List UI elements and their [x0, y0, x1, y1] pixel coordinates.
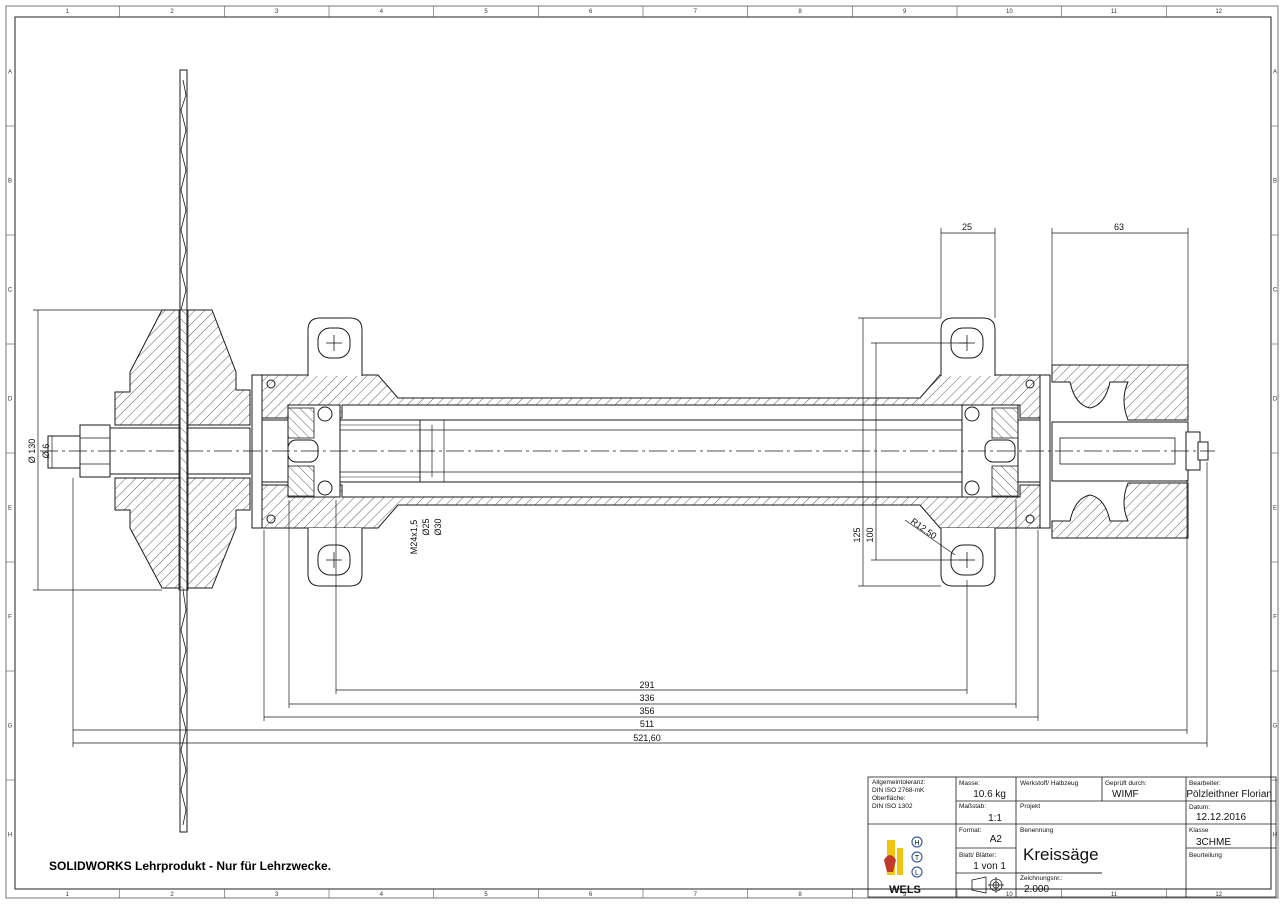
zone-column-label: 5 — [484, 892, 488, 898]
dim-291: 291 — [639, 680, 654, 690]
zone-column-label: 9 — [903, 9, 907, 15]
zone-column-label: 7 — [694, 892, 698, 898]
zone-column-label: 8 — [798, 892, 802, 898]
format-value: A2 — [990, 834, 1003, 845]
zone-column-label: 11 — [1111, 892, 1118, 898]
dim-125: 125 — [852, 527, 862, 542]
zone-row-label: E — [1273, 506, 1277, 512]
dim-m24: M24x1,5 — [409, 520, 419, 555]
zone-row-label: C — [1273, 288, 1278, 294]
zone-column-label: 3 — [275, 9, 279, 15]
zone-column-label: 2 — [170, 9, 174, 15]
mounting-feet — [307, 317, 996, 587]
zone-column-label: 6 — [589, 892, 593, 898]
class-label: Klasse — [1189, 827, 1209, 834]
dim-521: 521,60 — [633, 733, 661, 743]
zone-row-label: E — [8, 506, 12, 512]
format-label: Format: — [959, 827, 982, 834]
sheet-value: 1 von 1 — [973, 861, 1006, 872]
zone-row-label: B — [1273, 179, 1277, 185]
mass-label: Masse: — [959, 780, 980, 787]
sheet-label: Blatt/ Blätter: — [959, 852, 996, 859]
zone-row-label: H — [1273, 833, 1277, 839]
checked-value: WIMF — [1112, 789, 1139, 800]
zone-row-label: F — [1273, 615, 1277, 621]
zone-column-label: 11 — [1111, 9, 1118, 15]
class-value: 3CHME — [1196, 837, 1231, 848]
zone-column-label: 4 — [380, 9, 384, 15]
scale-value: 1:1 — [988, 813, 1002, 824]
tolerance-value: DIN ISO 2768-mK — [872, 787, 925, 794]
zone-column-label: 12 — [1215, 892, 1222, 898]
zone-column-label: 10 — [1006, 9, 1013, 15]
editor-label: Bearbeiter: — [1189, 780, 1221, 787]
name-value: Kreissäge — [1023, 845, 1099, 864]
zone-column-label: 3 — [275, 892, 279, 898]
saw-flange-section — [47, 309, 251, 589]
date-value: 12.12.2016 — [1196, 812, 1246, 823]
dim-dia30: Ø30 — [433, 518, 443, 535]
editor-value: Pölzleithner Florian — [1186, 789, 1272, 800]
zone-row-label: B — [8, 179, 12, 185]
surface-value: DIN ISO 1302 — [872, 803, 913, 810]
zone-column-label: 9 — [903, 892, 907, 898]
projection-symbol-icon — [971, 876, 1004, 894]
school-logo: H T L WELS — [884, 836, 923, 896]
zone-row-label: F — [8, 615, 12, 621]
logo-letter-t: T — [915, 855, 920, 862]
zone-row-label: G — [1273, 724, 1278, 730]
zone-column-label: 6 — [589, 9, 593, 15]
checked-label: Geprüft durch: — [1105, 780, 1147, 787]
zone-row-label: A — [8, 70, 12, 76]
drawing-no-value: 2.000 — [1024, 884, 1049, 895]
zone-row-label: D — [1273, 397, 1278, 403]
dim-63: 63 — [1114, 222, 1124, 232]
dim-dia25: Ø25 — [421, 518, 431, 535]
watermark-text: SOLIDWORKS Lehrprodukt - Nur für Lehrzwe… — [49, 859, 332, 873]
zone-row-label: A — [1273, 70, 1277, 76]
zone-row-label: C — [8, 288, 13, 294]
dimension-lines — [33, 228, 1208, 747]
zone-column-label: 12 — [1215, 9, 1222, 15]
belt-pulley-section — [1051, 364, 1209, 539]
zone-column-label: 4 — [380, 892, 384, 898]
logo-letter-l: L — [915, 870, 919, 877]
zone-column-label: 1 — [66, 892, 70, 898]
surface-label: Oberfläche: — [872, 795, 906, 802]
dim-100: 100 — [865, 527, 875, 542]
zone-column-label: 8 — [798, 9, 802, 15]
dim-336: 336 — [639, 693, 654, 703]
material-label: Werkstoff/ Halbzeug — [1020, 780, 1079, 787]
name-label: Benennung — [1020, 827, 1054, 834]
dim-dia6: Ø 6 — [41, 444, 51, 459]
drawing-no-label: Zeichnungsnr.: — [1020, 875, 1063, 882]
scale-label: Maßstab: — [959, 803, 986, 810]
zone-column-label: 10 — [1006, 892, 1013, 898]
logo-letter-h: H — [914, 840, 919, 847]
zone-row-label: D — [8, 397, 13, 403]
zone-column-label: 5 — [484, 9, 488, 15]
zone-column-label: 2 — [170, 892, 174, 898]
mass-value: 10.6 kg — [973, 789, 1006, 800]
logo-text: WELS — [889, 884, 921, 896]
zone-row-label: H — [8, 833, 12, 839]
dim-dia130: Ø 130 — [27, 439, 37, 464]
tolerance-label: Allgemeintoleranz: — [872, 779, 926, 786]
zone-row-label: G — [8, 724, 13, 730]
dim-25: 25 — [962, 222, 972, 232]
title-block — [867, 776, 1277, 898]
rating-label: Beurteilung — [1189, 852, 1222, 859]
title-block-text: Allgemeintoleranz: DIN ISO 2768-mK Oberf… — [872, 779, 1272, 896]
bearing-housing-section — [251, 374, 1051, 529]
zone-column-label: 1 — [66, 9, 70, 15]
zone-column-label: 7 — [694, 9, 698, 15]
project-label: Projekt — [1020, 803, 1040, 810]
date-label: Datum: — [1189, 804, 1210, 811]
dim-511: 511 — [640, 719, 654, 729]
dim-356: 356 — [639, 706, 654, 716]
